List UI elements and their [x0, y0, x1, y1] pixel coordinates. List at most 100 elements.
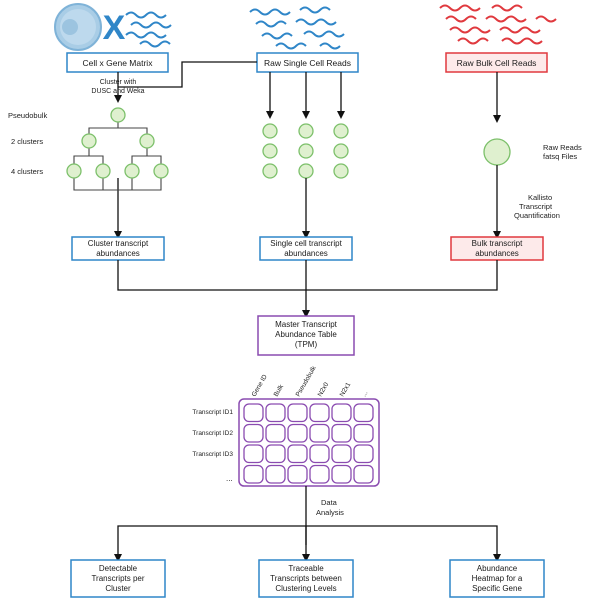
table-cell	[243, 403, 264, 423]
cell-gene-matrix-box: Cell x Gene Matrix	[66, 52, 169, 73]
column-header: N2x1	[339, 381, 353, 398]
table-cell	[243, 444, 264, 464]
table-cell	[243, 464, 264, 484]
bulk-transcript-abundances-box: Bulk transcript abundances	[450, 236, 544, 261]
analysis-connector	[114, 486, 501, 562]
bulk-abund-line1: Bulk transcript	[472, 239, 523, 248]
table-cell	[353, 423, 374, 443]
x-mark-icon: X	[103, 9, 126, 47]
single-cell-node	[333, 123, 349, 139]
sc-abund-line1: Single cell transcript	[270, 239, 342, 248]
traceable-transcripts-box: Traceable Transcripts between Clustering…	[258, 559, 354, 598]
table-cell	[287, 444, 308, 464]
table-cell	[265, 423, 286, 443]
cluster-transcript-abundances-box: Cluster transcript abundances	[71, 236, 165, 261]
column-headers: Gene ID Bulk Pseudobulk N2x0 N2x1 ...	[251, 364, 370, 398]
master-transcript-table-box: Master Transcript Abundance Table (TPM)	[257, 315, 355, 356]
cluster-node	[139, 133, 155, 149]
cluster-node	[81, 133, 97, 149]
row-header: ...	[226, 474, 233, 483]
out3-line2: Heatmap for a	[472, 574, 523, 583]
row-header: Transcript ID2	[192, 430, 233, 437]
kallisto-label: Kallisto	[528, 193, 552, 202]
table-cell	[309, 403, 330, 423]
table-cell	[309, 464, 330, 484]
column-header: Bulk	[273, 383, 286, 398]
out2-line3: Clustering Levels	[275, 584, 336, 593]
out3-line3: Specific Gene	[472, 584, 522, 593]
raw-single-cell-reads-box: Raw Single Cell Reads	[256, 52, 359, 73]
cluster-node	[124, 163, 140, 179]
single-cell-node	[262, 163, 278, 179]
raw-bulk-cell-reads-box: Raw Bulk Cell Reads	[445, 52, 548, 73]
merge-connector	[117, 260, 498, 318]
gene-wave-icon-left	[125, 11, 172, 48]
transcript-label: Transcript	[519, 202, 553, 211]
single-cell-node	[333, 143, 349, 159]
table-cell	[309, 444, 330, 464]
row-headers: Transcript ID1 Transcript ID2 Transcript…	[192, 409, 233, 483]
column-header: Pseudobulk	[295, 364, 318, 398]
master-line1: Master Transcript	[275, 320, 338, 329]
table-cell	[287, 423, 308, 443]
cluster-with-label: Cluster with	[100, 79, 137, 86]
table-cell	[265, 464, 286, 484]
single-cell-node	[262, 143, 278, 159]
table-cell	[353, 464, 374, 484]
column-header: ...	[361, 390, 370, 398]
detectable-transcripts-box: Detectable Transcripts per Cluster	[70, 559, 166, 598]
dusc-weka-label: DUSC and Weka	[91, 88, 144, 95]
out3-line1: Abundance	[477, 564, 518, 573]
master-line2: Abundance Table	[275, 330, 337, 339]
table-cell	[287, 403, 308, 423]
table-cell	[265, 403, 286, 423]
out1-line3: Cluster	[105, 584, 131, 593]
row-header: Transcript ID1	[192, 409, 233, 416]
cell-icon	[54, 3, 102, 51]
table-cell	[287, 464, 308, 484]
master-line3: (TPM)	[295, 340, 318, 349]
out2-line1: Traceable	[288, 564, 324, 573]
abundance-heatmap-box: Abundance Heatmap for a Specific Gene	[449, 559, 545, 598]
table-cell	[331, 423, 352, 443]
cluster-abund-line2: abundances	[96, 249, 140, 258]
single-cell-node	[298, 163, 314, 179]
table-cell	[243, 423, 264, 443]
table-cell	[331, 464, 352, 484]
four-clusters-label: 4 clusters	[11, 167, 43, 176]
table-cell	[265, 444, 286, 464]
table-cell	[309, 423, 330, 443]
single-cell-node	[298, 123, 314, 139]
cluster-node	[153, 163, 169, 179]
out2-line2: Transcripts between	[270, 574, 342, 583]
cluster-tree	[66, 107, 169, 239]
bulk-node	[483, 138, 511, 166]
table-cell	[353, 403, 374, 423]
out1-line1: Detectable	[99, 564, 138, 573]
cluster-abund-line1: Cluster transcript	[88, 239, 149, 248]
raw-bulk-cell-reads-label: Raw Bulk Cell Reads	[457, 58, 537, 68]
data-label: Data	[321, 498, 338, 507]
cell-gene-matrix-label: Cell x Gene Matrix	[83, 58, 154, 68]
reads-wave-icon-single	[249, 6, 345, 50]
pseudobulk-label: Pseudobulk	[8, 111, 47, 120]
analysis-label: Analysis	[316, 508, 344, 517]
row-header: Transcript ID3	[192, 451, 233, 458]
bulk-abund-line2: abundances	[475, 249, 519, 258]
sc-abund-line2: abundances	[284, 249, 328, 258]
cluster-node	[95, 163, 111, 179]
reads-wave-icon-bulk	[439, 4, 557, 45]
single-cell-transcript-abundances-box: Single cell transcript abundances	[259, 236, 353, 261]
cluster-node	[66, 163, 82, 179]
out1-line2: Transcripts per	[91, 574, 144, 583]
quantification-label: Quantification	[514, 211, 560, 220]
single-cell-node	[262, 123, 278, 139]
column-header: N2x0	[317, 381, 331, 398]
two-clusters-label: 2 clusters	[11, 137, 43, 146]
table-cell	[331, 403, 352, 423]
top-connectors	[114, 61, 501, 123]
transcript-table: Gene ID Bulk Pseudobulk N2x0 N2x1 ... Tr…	[192, 364, 380, 487]
single-cell-node	[298, 143, 314, 159]
fastq-files-label: fatsq Files	[543, 152, 577, 161]
